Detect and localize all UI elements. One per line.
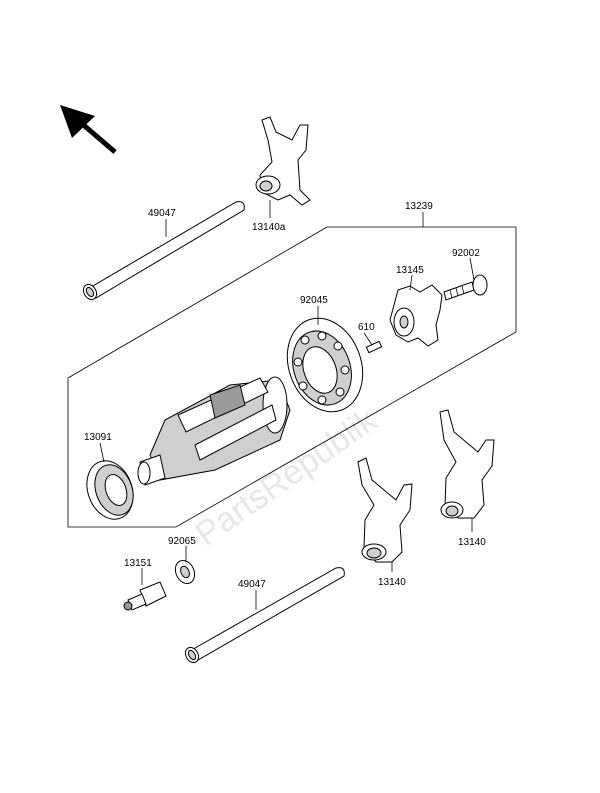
ball-bearing <box>286 317 364 413</box>
direction-arrow-icon <box>60 105 117 154</box>
label-pin-star: 13145 <box>396 265 424 276</box>
shift-fork-upper <box>255 116 311 206</box>
label-switch: 13151 <box>124 558 152 569</box>
label-pin: 610 <box>358 322 375 333</box>
assembly-frame <box>67 226 517 528</box>
label-fork-middle: 13140 <box>378 577 406 588</box>
label-fork-right: 13140 <box>458 537 486 548</box>
label-bolt: 92002 <box>452 248 480 259</box>
label-washer: 92065 <box>168 536 196 547</box>
dowel-pin <box>365 340 383 354</box>
label-shaft-upper: 49047 <box>148 208 176 219</box>
shift-fork-middle <box>357 457 413 563</box>
label-drum-bearing: 13091 <box>84 432 112 443</box>
label-bearing: 92045 <box>300 295 328 306</box>
shift-rod-upper <box>82 201 245 301</box>
shift-fork-right <box>439 409 495 519</box>
label-fork-upper: 13140a <box>252 222 286 233</box>
shift-drum <box>137 376 291 486</box>
shift-rod-lower <box>184 567 345 664</box>
label-drum-assy: 13239 <box>405 201 433 212</box>
drum-bearing <box>86 460 134 520</box>
washer <box>174 559 196 585</box>
neutral-switch <box>123 581 167 611</box>
shift-drum-pin-plate <box>389 284 443 347</box>
bolt <box>443 274 488 301</box>
label-shaft-lower: 49047 <box>238 579 266 590</box>
